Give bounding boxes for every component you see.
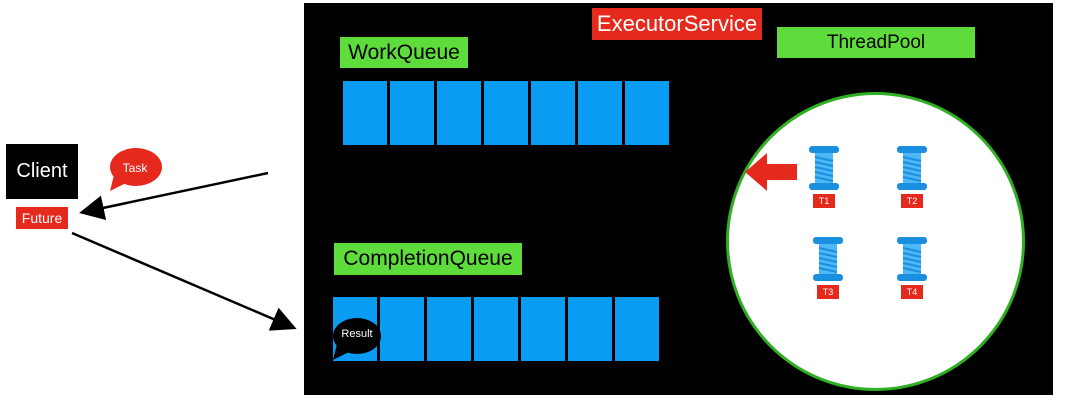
completion-queue-slot bbox=[568, 297, 612, 361]
task-label: Task bbox=[122, 161, 148, 175]
work-queue-slot bbox=[484, 81, 528, 145]
future-box: Future bbox=[16, 207, 68, 229]
thread-pool-circle bbox=[726, 92, 1025, 391]
completion-queue-slot bbox=[427, 297, 471, 361]
work-queue-slot bbox=[390, 81, 434, 145]
thread-t4: T4 bbox=[894, 236, 930, 299]
work-queue bbox=[343, 81, 669, 145]
completion-queue-slot bbox=[474, 297, 518, 361]
thread-spool-icon bbox=[813, 237, 843, 281]
thread-spool-icon bbox=[809, 146, 839, 190]
left-arrow-icon bbox=[745, 153, 797, 191]
client-box: Client bbox=[6, 144, 78, 199]
work-queue-slot bbox=[343, 81, 387, 145]
work-queue-label: WorkQueue bbox=[340, 37, 468, 68]
work-queue-slot bbox=[578, 81, 622, 145]
result-label: Result bbox=[341, 328, 373, 340]
thread-t3: T3 bbox=[810, 236, 846, 299]
speech-bubble-icon bbox=[110, 148, 162, 186]
speech-bubble-icon bbox=[333, 318, 381, 354]
executor-service-title: ExecutorService bbox=[592, 8, 762, 40]
thread-t1: T1 bbox=[806, 145, 842, 208]
completion-queue-label: CompletionQueue bbox=[334, 243, 522, 275]
thread-label: T4 bbox=[901, 285, 923, 299]
completion-queue-slot bbox=[615, 297, 659, 361]
thread-spool-icon bbox=[897, 146, 927, 190]
thread-pool-label: ThreadPool bbox=[777, 27, 975, 58]
task-to-future-arrow bbox=[79, 171, 269, 221]
result-bubble bbox=[333, 318, 381, 360]
work-queue-slot bbox=[531, 81, 575, 145]
work-queue-slot bbox=[437, 81, 481, 145]
completion-queue-slot bbox=[521, 297, 565, 361]
work-queue-slot bbox=[625, 81, 669, 145]
completion-queue-slot bbox=[380, 297, 424, 361]
thread-label: T2 bbox=[901, 194, 923, 208]
thread-spool-icon bbox=[897, 237, 927, 281]
thread-label: T3 bbox=[817, 285, 839, 299]
thread-t2: T2 bbox=[894, 145, 930, 208]
thread-label: T1 bbox=[813, 194, 835, 208]
task-bubble bbox=[110, 148, 162, 191]
future-to-result-arrow bbox=[71, 231, 297, 331]
